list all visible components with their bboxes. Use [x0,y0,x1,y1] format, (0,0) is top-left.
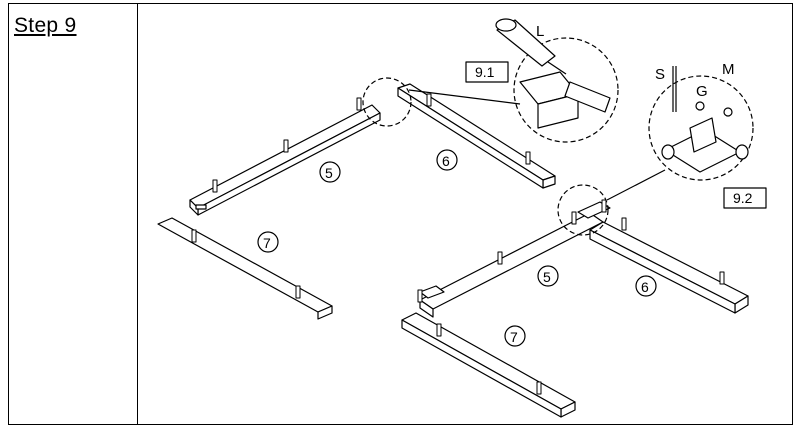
part-label-7-loose: 7 [263,235,271,251]
hardware-label-s: S [655,66,665,83]
part-label-6-loose: 6 [442,153,450,169]
hardware-label-g: G [696,83,708,100]
rail-part-7-loose [157,217,333,320]
part-label-7-assembled: 7 [510,329,518,345]
callout-box-9-2 [723,187,767,209]
part-label-6-assembled: 6 [641,279,649,295]
callout-9-1: 9.1 [475,64,495,80]
leader-lines [408,89,666,201]
hardware-label-l: L [536,23,544,40]
step-title: Step 9 [14,14,77,37]
assembled-frame [401,201,749,418]
screwdriver-tool [495,18,567,75]
callout-9-2: 9.2 [733,190,753,206]
hardware-label-m: M [722,61,735,78]
magnifier-circles [362,37,754,236]
rail-part-5-loose [189,104,381,216]
assembly-illustration: 9.1 9.2 5 6 7 5 6 7 L S G M [157,18,767,418]
detail-9-2-parts [661,66,749,173]
part-label-5-loose: 5 [325,165,333,181]
callout-box-9-1 [465,61,509,83]
step-frame [8,3,793,425]
rail-part-6-loose [397,83,556,189]
part-label-5-assembled: 5 [543,269,551,285]
detail-9-1-parts [519,71,611,129]
bolts [191,93,725,395]
column-divider [137,3,138,425]
